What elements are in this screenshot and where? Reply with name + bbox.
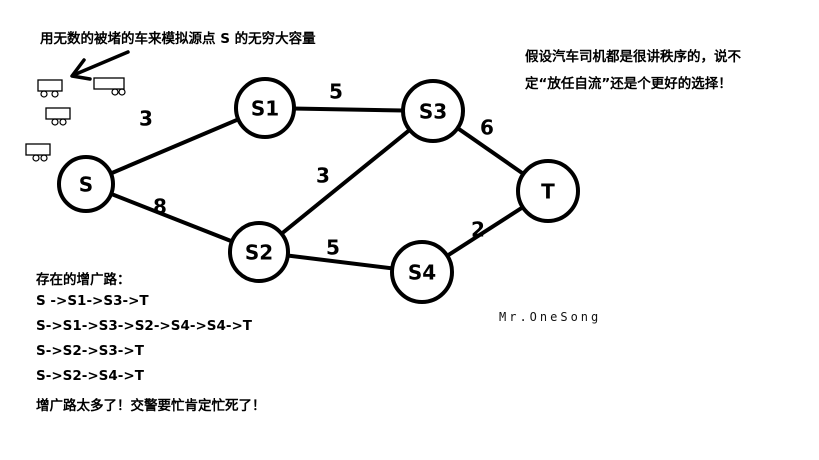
node-s2 <box>228 221 290 283</box>
path-item: S ->S1->S3->T <box>36 293 149 309</box>
source-note: 用无数的被堵的车来模拟源点 S 的无穷大容量 <box>40 31 316 47</box>
signature: Mr.OneSong <box>499 310 602 324</box>
node-label: S1 <box>251 97 279 121</box>
driver-note-line-2: 定“放任自流”还是个更好的选择！ <box>525 76 732 92</box>
pointer-arrow-icon <box>70 50 130 81</box>
edge-capacity-label: 5 <box>329 80 343 104</box>
node-s3 <box>401 79 465 143</box>
edge-capacity-label: 5 <box>326 236 340 260</box>
path-item: S->S2->S4->T <box>36 368 144 384</box>
edge-capacity-label: 6 <box>480 116 494 140</box>
edge-capacity-label: 8 <box>153 195 167 219</box>
edge-s2-s3 <box>257 109 435 254</box>
car-icon <box>93 77 126 96</box>
paths-conclusion: 增广路太多了！交警要忙肯定忙死了！ <box>36 398 266 414</box>
node-t <box>516 159 580 223</box>
node-label: S <box>79 173 93 197</box>
car-icon <box>45 107 71 126</box>
edge-s-s1 <box>85 106 266 186</box>
node-s1 <box>234 77 296 139</box>
node-s <box>57 155 115 213</box>
node-label: S4 <box>408 261 436 285</box>
node-label: S2 <box>245 241 273 265</box>
driver-note: 假设汽车司机都是很讲秩序的，说不 定“放任自流”还是个更好的选择！ <box>525 44 741 98</box>
edge-capacity-label: 3 <box>139 107 153 131</box>
node-label: T <box>541 180 555 204</box>
node-label: S3 <box>419 100 447 124</box>
edge-capacity-label: 2 <box>471 218 485 242</box>
path-item: S->S1->S3->S2->S4->S4->T <box>36 318 252 334</box>
path-item: S->S2->S3->T <box>36 343 144 359</box>
car-icon <box>37 79 63 98</box>
paths-heading: 存在的增广路： <box>36 272 131 288</box>
cars-layer <box>25 50 130 162</box>
node-s4 <box>390 240 454 304</box>
driver-note-line-1: 假设汽车司机都是很讲秩序的，说不 <box>525 49 741 65</box>
edge-capacity-label: 3 <box>316 164 330 188</box>
car-icon <box>25 143 51 162</box>
edges-layer: 3 8 5 3 5 6 2 <box>85 80 550 274</box>
